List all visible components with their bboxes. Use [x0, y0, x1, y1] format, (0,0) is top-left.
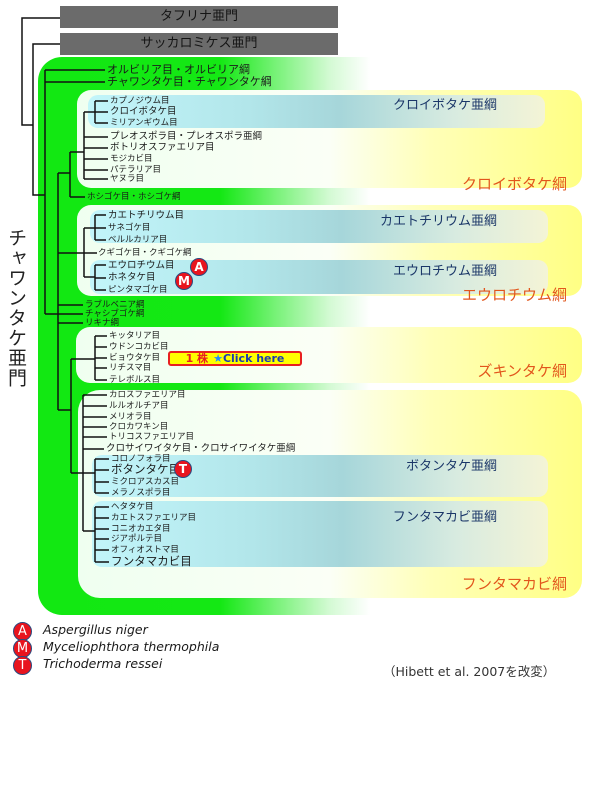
order-label: コニオカエタ目	[111, 524, 171, 534]
order-label: ルルオルチア目	[109, 401, 169, 411]
citation: （Hibett et al. 2007を改変）	[383, 664, 556, 679]
order-label: トリコスファエリア目	[109, 432, 195, 442]
hypocreomycetidae-box	[92, 455, 548, 497]
order-label: ミリアンギウム目	[110, 118, 178, 128]
saccharomycotina-bar: サッカロミケス亜門	[60, 33, 338, 55]
order-label: ビョウタケ目	[109, 353, 161, 363]
order-label: ピンタマゴケ目	[108, 285, 168, 295]
order-label: カエトスファエリア目	[111, 513, 197, 523]
order-label: オフィオストマ目	[111, 545, 179, 555]
legend-item: A Aspergillus niger	[13, 621, 148, 641]
order-label: ラブルベニア綱	[85, 300, 145, 310]
aspergillus-badge: A	[190, 258, 208, 276]
order-label: コロノフォラ目	[111, 454, 171, 464]
order-label: テレボルス目	[109, 375, 161, 385]
legend-item: T Trichoderma ressei	[13, 655, 162, 675]
myceliophthora-badge: M	[175, 272, 193, 290]
order-label: カエトチリウム目	[108, 210, 185, 221]
subclass-label: カエトチリウム亜綱	[379, 214, 497, 229]
order-label: リチスマ目	[109, 363, 152, 373]
legend-badge-t: T	[13, 656, 32, 675]
sordariomycetidae-box	[92, 501, 548, 567]
order-label: ヘタタケ目	[111, 502, 154, 512]
trichoderma-badge: T	[174, 460, 192, 478]
subclass-label: ボタンタケ亜綱	[405, 459, 497, 474]
order-label: オルビリア目・オルビリア綱	[107, 63, 250, 76]
order-label: メラノスポラ目	[111, 488, 171, 498]
legend-species: Aspergillus niger	[43, 622, 148, 637]
subclass-label: エウロチウム亜綱	[392, 264, 497, 279]
taphrinomycotina-bar: タフリナ亜門	[60, 6, 338, 28]
order-label: キッタリア目	[109, 331, 161, 341]
order-label: ウドンコカビ目	[109, 342, 169, 352]
eurotiomycetidae-box	[90, 260, 548, 294]
order-label: カロスファエリア目	[109, 390, 186, 400]
order-label: ボトリオスファエリア目	[110, 142, 215, 153]
order-label: ボタンタケ目	[111, 462, 180, 476]
order-label: パテラリア目	[110, 165, 162, 175]
legend-item: M Myceliophthora thermophila	[13, 638, 219, 658]
pezizomycotina-label: チャワンタケ亜門	[5, 228, 27, 388]
click-here-label: Click here	[222, 352, 285, 365]
strain-count: 1 株	[185, 352, 209, 365]
order-label: チャワンタケ目・チャワンタケ綱	[107, 75, 272, 88]
dothideomycetidae-box	[88, 95, 545, 128]
order-label: フンタマカビ目	[111, 554, 192, 568]
subclass-label: クロイボタケ亜綱	[392, 98, 497, 113]
click-here-button[interactable]: 1 株 ★Click here	[168, 351, 302, 366]
class-label: クロイボタケ綱	[461, 175, 567, 193]
order-label: ジアポルテ目	[111, 534, 163, 544]
legend-species: Myceliophthora thermophila	[43, 639, 220, 654]
order-label: ヤヌラ目	[110, 174, 145, 184]
legend-species: Trichoderma ressei	[43, 656, 163, 671]
order-label: ベルルカリア目	[108, 235, 168, 245]
order-label: クギゴケ目・クギゴケ綱	[98, 248, 192, 258]
order-label: リキナ綱	[85, 318, 120, 328]
class-label: フンタマカビ綱	[461, 575, 567, 593]
order-label: クロカワキン目	[109, 422, 169, 432]
class-label: ズキンタケ綱	[477, 362, 567, 380]
order-label: ホシゴケ目・ホシゴケ綱	[87, 192, 181, 202]
order-label: モジカビ目	[110, 154, 153, 164]
chaetothyriomycetidae-box	[90, 210, 548, 243]
leotiomycetes-box	[76, 327, 582, 383]
order-label: クロサイワイタケ目・クロサイワイタケ亜綱	[106, 443, 296, 454]
order-label: エウロチウム目	[108, 260, 175, 271]
order-label: クロイボタケ目	[110, 106, 177, 117]
star-icon: ★	[213, 352, 223, 365]
order-label: ミクロアスカス目	[111, 477, 180, 487]
order-label: ホネタケ目	[108, 272, 156, 283]
order-label: カプノジウム目	[110, 96, 170, 106]
order-label: プレオスポラ目・プレオスポラ亜綱	[110, 131, 263, 142]
order-label: サネゴケ目	[108, 223, 151, 233]
order-label: メリオラ目	[109, 412, 152, 422]
subclass-label: フンタマカビ亜綱	[392, 510, 497, 525]
order-label: チャシブゴケ綱	[85, 309, 145, 319]
class-label: エウロチウム綱	[461, 286, 567, 304]
